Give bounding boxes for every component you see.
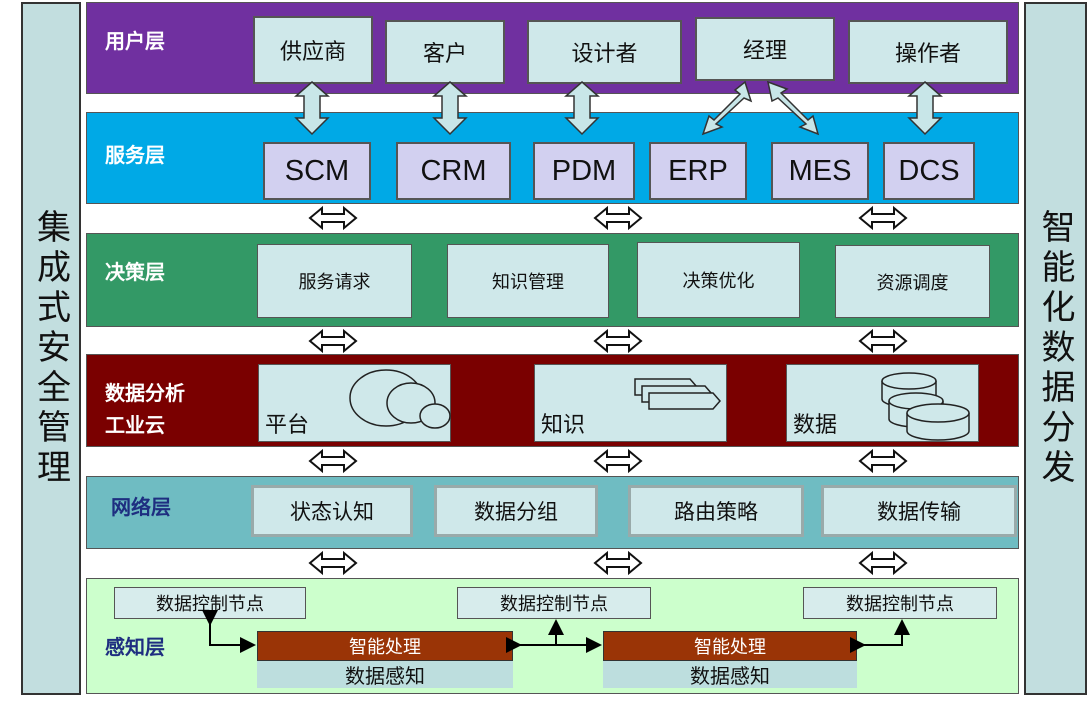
connector-proc2-node3 <box>850 619 910 653</box>
user-layer-title: 用户层 <box>105 29 165 53</box>
user-operator: 操作者 <box>848 20 1008 84</box>
small-arrow-4 <box>308 328 358 354</box>
small-arrow-3 <box>858 205 908 231</box>
decision-resource-scheduling: 资源调度 <box>835 245 990 318</box>
small-arrow-5 <box>593 328 643 354</box>
small-arrow-11 <box>593 550 643 576</box>
service-pdm: PDM <box>533 142 635 200</box>
service-mes: MES <box>771 142 869 200</box>
double-arrow-customer-crm <box>432 81 468 136</box>
analysis-layer-title-line1: 数据分析 <box>105 381 185 405</box>
database-icon <box>881 372 970 441</box>
network-data-transfer: 数据传输 <box>821 485 1017 537</box>
small-arrow-9 <box>858 448 908 474</box>
data-control-node-3: 数据控制节点 <box>803 587 997 619</box>
distribution-bar-label: 智能化数据分发 <box>1035 208 1075 489</box>
user-supplier: 供应商 <box>253 16 373 84</box>
user-manager: 经理 <box>695 17 835 81</box>
cards-icon <box>634 378 721 410</box>
intelligent-processing-1: 智能处理 <box>257 631 513 661</box>
cloud-data-label: 数据 <box>793 413 838 438</box>
network-routing-strategy: 路由策略 <box>628 485 804 537</box>
intelligent-processing-2: 智能处理 <box>603 631 857 661</box>
double-arrow-operator-dcs <box>907 81 943 136</box>
integrated-security-management-bar: 集成式安全管理 <box>21 2 81 695</box>
double-arrow-manager-erp <box>701 80 753 136</box>
decision-service-request: 服务请求 <box>257 244 412 318</box>
service-scm: SCM <box>263 142 371 200</box>
intelligent-data-distribution-bar: 智能化数据分发 <box>1024 2 1087 695</box>
user-customer: 客户 <box>385 20 505 84</box>
decision-knowledge-management: 知识管理 <box>447 244 609 318</box>
service-dcs: DCS <box>883 142 975 200</box>
user-designer: 设计者 <box>527 20 682 84</box>
cloud-data: 数据 <box>786 364 979 442</box>
connector-node1-proc1 <box>202 610 256 653</box>
small-arrow-12 <box>858 550 908 576</box>
network-data-grouping: 数据分组 <box>434 485 598 537</box>
cloud-knowledge-label: 知识 <box>541 413 586 438</box>
analysis-layer-title-line2: 工业云 <box>105 413 165 437</box>
small-arrow-8 <box>593 448 643 474</box>
cloud-platform: 平台 <box>258 364 451 442</box>
data-sensing-2: 数据感知 <box>603 661 857 688</box>
data-control-node-2: 数据控制节点 <box>457 587 651 619</box>
double-arrow-designer-pdm <box>564 81 600 136</box>
cloud-knowledge: 知识 <box>534 364 727 442</box>
security-bar-label: 集成式安全管理 <box>30 208 71 489</box>
service-crm: CRM <box>396 142 511 200</box>
service-erp: ERP <box>649 142 747 200</box>
perception-layer-title: 感知层 <box>105 635 165 659</box>
small-arrow-1 <box>308 205 358 231</box>
network-state-awareness: 状态认知 <box>251 485 413 537</box>
double-arrow-manager-mes <box>766 80 820 136</box>
decision-optimization: 决策优化 <box>637 242 800 318</box>
decision-layer-title: 决策层 <box>105 260 165 284</box>
data-sensing-1: 数据感知 <box>257 661 513 688</box>
small-arrow-7 <box>308 448 358 474</box>
double-arrow-supplier-scm <box>294 81 330 136</box>
small-arrow-2 <box>593 205 643 231</box>
cloud-platform-label: 平台 <box>265 413 310 438</box>
small-arrow-10 <box>308 550 358 576</box>
network-layer-title: 网络层 <box>111 495 171 519</box>
small-arrow-6 <box>858 328 908 354</box>
service-layer-title: 服务层 <box>105 143 165 167</box>
circles-icon <box>349 369 451 429</box>
